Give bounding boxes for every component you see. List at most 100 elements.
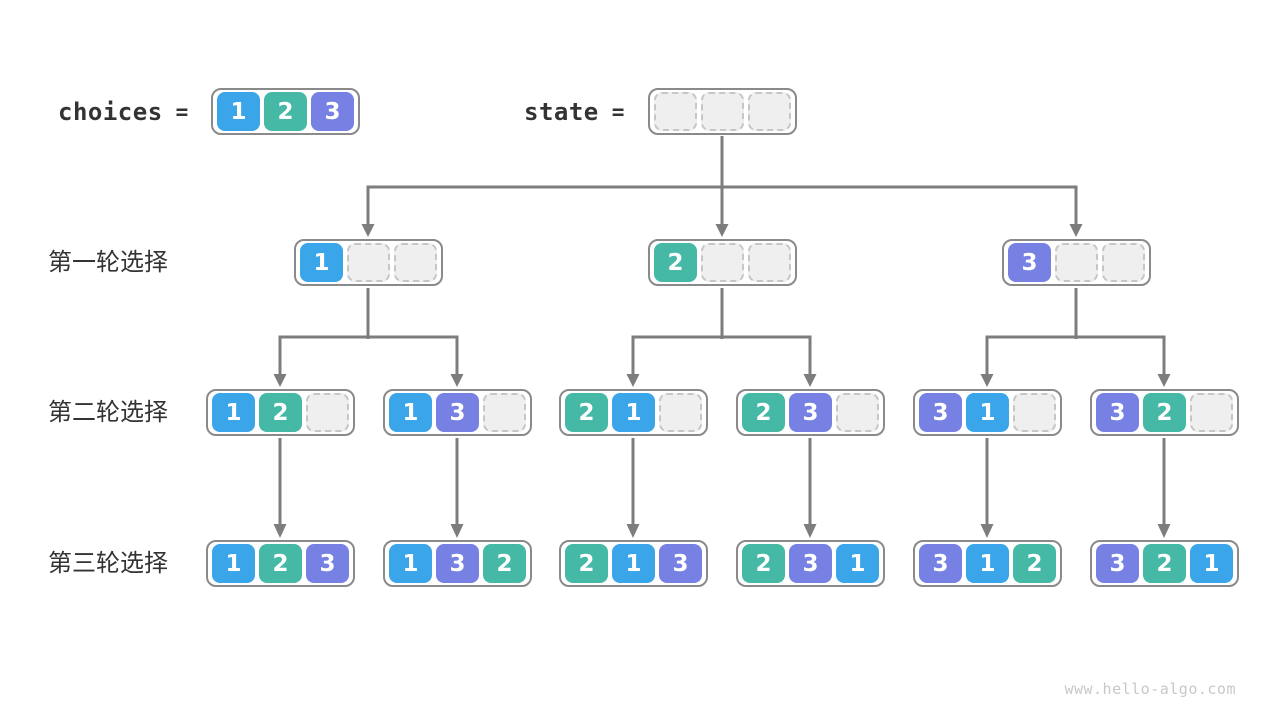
cell-empty	[483, 393, 526, 432]
cell-value-1: 1	[966, 544, 1009, 583]
cell-value-3: 3	[1096, 544, 1139, 583]
state-node-r1-0: 1	[294, 239, 443, 286]
arrow-head	[1069, 224, 1083, 237]
level0-to-level1-connector	[361, 136, 1083, 237]
arrow-head	[273, 374, 287, 387]
cell-value-2: 2	[565, 393, 608, 432]
arrow-line	[985, 335, 1166, 375]
cell-empty	[394, 243, 437, 282]
cell-value-1: 1	[300, 243, 343, 282]
cell-value-3: 3	[1008, 243, 1051, 282]
cell-value-3: 3	[436, 544, 479, 583]
cell-value-3: 3	[306, 544, 349, 583]
cell-empty	[1190, 393, 1233, 432]
cell-empty	[1013, 393, 1056, 432]
cell-value-2: 2	[259, 544, 302, 583]
row-label-round-2: 第二轮选择	[48, 399, 168, 426]
state-equals-sign: =	[611, 99, 625, 124]
arrow-head	[803, 524, 817, 538]
arrow-head	[626, 374, 640, 387]
cell-value-2: 2	[742, 393, 785, 432]
cell-value-3: 3	[789, 544, 832, 583]
cell-value-1: 1	[389, 544, 432, 583]
cell-value-1: 1	[612, 393, 655, 432]
cell-value-1: 1	[212, 393, 255, 432]
cell-value-3: 3	[659, 544, 702, 583]
cell-value-2: 2	[483, 544, 526, 583]
arrow-head	[450, 374, 464, 387]
cell-empty	[748, 243, 791, 282]
arrow-head	[450, 524, 464, 538]
choices-equals-sign: =	[175, 99, 189, 124]
arrow-head	[715, 224, 729, 237]
arrow-head	[980, 524, 994, 538]
cell-value-1: 1	[836, 544, 879, 583]
arrow-head	[803, 374, 817, 387]
arrow-head	[980, 374, 994, 387]
watermark-url: www.hello-algo.com	[1064, 680, 1236, 698]
state-node-r1-2: 3	[1002, 239, 1151, 286]
cell-value-3: 3	[789, 393, 832, 432]
level1-to-level2-connector	[273, 288, 1171, 387]
cell-value-3: 3	[919, 544, 962, 583]
cell-empty	[748, 92, 791, 131]
arrow-line	[631, 335, 812, 375]
cell-value-1: 1	[1190, 544, 1233, 583]
cell-empty	[306, 393, 349, 432]
arrow-head	[626, 524, 640, 538]
cell-value-1: 1	[212, 544, 255, 583]
cell-empty	[1055, 243, 1098, 282]
arrow-head	[1157, 524, 1171, 538]
cell-empty	[701, 92, 744, 131]
choices-label: choices	[58, 97, 163, 126]
state-label: state	[524, 97, 599, 126]
cell-value-1: 1	[389, 393, 432, 432]
cell-empty	[1102, 243, 1145, 282]
cell-empty	[659, 393, 702, 432]
state-header: state =	[524, 88, 624, 135]
cell-empty	[347, 243, 390, 282]
arrow-head	[1157, 374, 1171, 387]
level2-to-level3-connector	[273, 438, 1171, 538]
state-array-root	[648, 88, 797, 135]
cell-empty	[701, 243, 744, 282]
cell-value-2: 2	[742, 544, 785, 583]
choices-header: choices =	[58, 88, 188, 135]
cell-value-2: 2	[565, 544, 608, 583]
cell-value-2: 2	[259, 393, 302, 432]
cell-value-2: 2	[1143, 544, 1186, 583]
cell-value-2: 2	[1013, 544, 1056, 583]
arrow-line	[278, 335, 459, 375]
cell-empty	[654, 92, 697, 131]
cell-value-3: 3	[919, 393, 962, 432]
cell-value-3: 3	[1096, 393, 1139, 432]
row-label-round-1: 第一轮选择	[48, 249, 168, 276]
arrow-head	[361, 224, 375, 237]
cell-empty	[836, 393, 879, 432]
cell-value-1: 1	[612, 544, 655, 583]
cell-value-3: 3	[311, 92, 354, 131]
cell-value-2: 2	[1143, 393, 1186, 432]
cell-value-1: 1	[217, 92, 260, 131]
cell-value-3: 3	[436, 393, 479, 432]
cell-value-2: 2	[654, 243, 697, 282]
row-label-round-3: 第三轮选择	[48, 550, 168, 577]
arrow-head	[273, 524, 287, 538]
cell-value-2: 2	[264, 92, 307, 131]
cell-value-1: 1	[966, 393, 1009, 432]
